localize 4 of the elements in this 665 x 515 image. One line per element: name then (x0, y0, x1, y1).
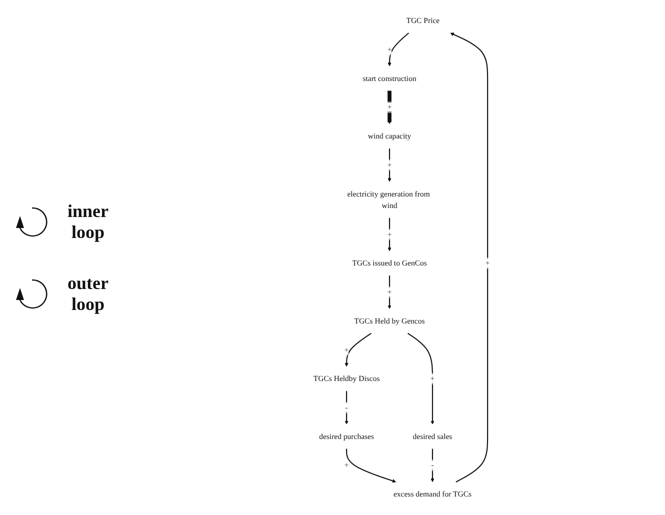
loop-label: outer loop (66, 272, 110, 314)
arrow (450, 32, 488, 482)
loop-label: inner loop (66, 200, 110, 242)
arrow (346, 448, 396, 483)
